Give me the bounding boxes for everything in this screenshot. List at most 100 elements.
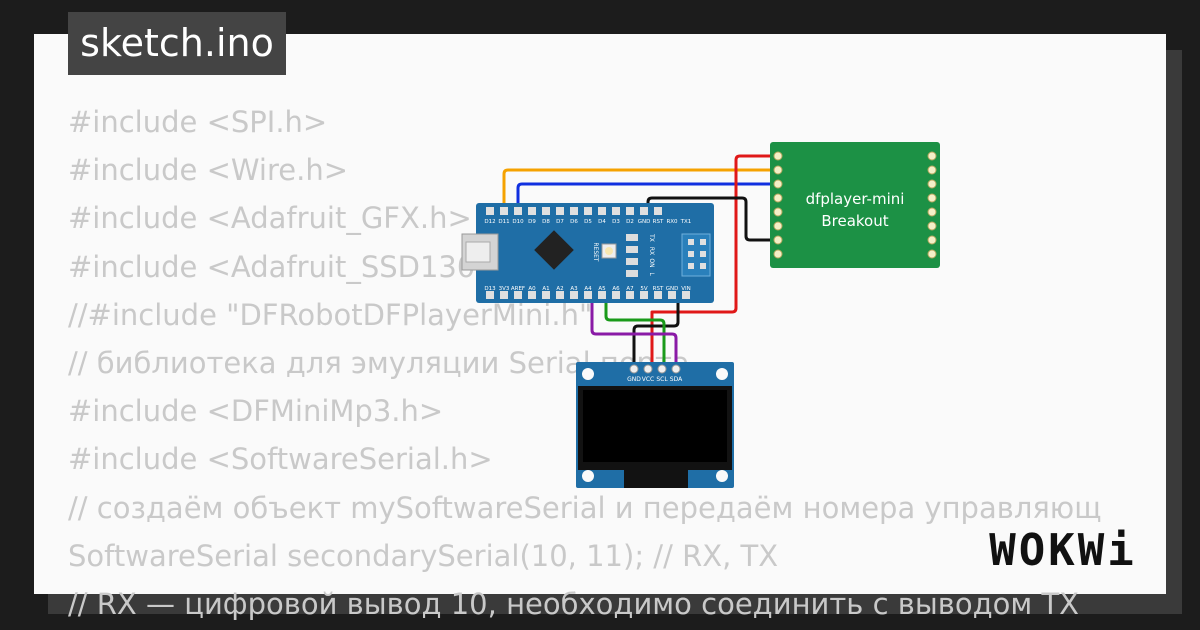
dfplayer-pin[interactable] xyxy=(773,207,783,217)
pin-label: GND xyxy=(666,286,679,292)
pin-pad[interactable] xyxy=(528,291,536,299)
dfplayer-pin[interactable] xyxy=(773,249,783,259)
pin-pad[interactable] xyxy=(626,291,634,299)
pin-pad[interactable] xyxy=(682,291,690,299)
pin-pad[interactable] xyxy=(542,207,550,215)
pin-label: D8 xyxy=(542,219,550,225)
code-line: // создаём объект mySoftwareSerial и пер… xyxy=(68,490,1102,525)
pin-pad[interactable] xyxy=(584,207,592,215)
icsp-pin[interactable] xyxy=(688,251,694,257)
reset-button-cap xyxy=(605,247,613,255)
pin-pad[interactable] xyxy=(556,291,564,299)
pin-pad[interactable] xyxy=(640,207,648,215)
pin-pad[interactable] xyxy=(640,291,648,299)
dfplayer-pin[interactable] xyxy=(927,193,937,203)
dfplayer-pin[interactable] xyxy=(927,207,937,217)
icsp-pin[interactable] xyxy=(700,251,706,257)
dfplayer-board xyxy=(770,142,940,268)
code-line: #include <Adafruit_GFX.h> xyxy=(68,201,472,236)
pin-pad[interactable] xyxy=(514,207,522,215)
mount-hole xyxy=(716,368,728,380)
dfplayer-pin[interactable] xyxy=(773,193,783,203)
dfplayer-pin[interactable] xyxy=(773,235,783,245)
wire-green-scl[interactable] xyxy=(604,293,666,369)
pin-label: A5 xyxy=(598,286,606,292)
wire-red-vcc[interactable] xyxy=(650,154,778,369)
pin-pad[interactable] xyxy=(570,291,578,299)
chip xyxy=(534,230,574,270)
dfplayer-pins xyxy=(773,151,937,259)
pin-label: RX0 xyxy=(666,219,678,225)
dfplayer-pin[interactable] xyxy=(927,151,937,161)
wire-orange[interactable] xyxy=(502,168,778,209)
pin-label: GND xyxy=(638,219,651,225)
oled-pin-label: VCC xyxy=(642,376,654,383)
dfplayer-pin[interactable] xyxy=(927,165,937,175)
dfplayer-pin[interactable] xyxy=(927,179,937,189)
pin-label: D2 xyxy=(626,219,634,225)
file-tab[interactable]: sketch.ino xyxy=(68,12,286,75)
oled-pin-label: SCL xyxy=(656,376,668,383)
dfplayer-pin[interactable] xyxy=(927,221,937,231)
label-on: ON xyxy=(648,258,655,267)
code-preview-card: #include <SPI.h>#include <Wire.h>#includ… xyxy=(34,34,1166,621)
oled-pin[interactable] xyxy=(671,364,681,374)
pin-pad[interactable] xyxy=(514,291,522,299)
pin-label: A6 xyxy=(612,286,620,292)
code-line: SoftwareSerial secondarySerial(10, 11); … xyxy=(68,538,779,573)
dfplayer-pin[interactable] xyxy=(927,249,937,259)
label-tx: TX xyxy=(648,233,655,242)
pin-pad[interactable] xyxy=(654,207,662,215)
wire-purple-sda[interactable] xyxy=(590,293,678,369)
pin-label: D9 xyxy=(528,219,536,225)
label-rx: RX xyxy=(648,247,655,255)
code-editor: #include <SPI.h>#include <Wire.h>#includ… xyxy=(68,98,1102,628)
pin-pad[interactable] xyxy=(486,207,494,215)
wokwi-logo: WOKWi xyxy=(978,526,1148,576)
pin-label: VIN xyxy=(681,286,691,292)
dfplayer-pin[interactable] xyxy=(773,151,783,161)
pin-label: D12 xyxy=(484,219,495,225)
pin-pad[interactable] xyxy=(556,207,564,215)
pin-label: D3 xyxy=(612,219,620,225)
oled-pin-label: GND xyxy=(627,376,641,383)
pin-pad[interactable] xyxy=(612,207,620,215)
pin-pad[interactable] xyxy=(500,291,508,299)
pin-pad[interactable] xyxy=(654,291,662,299)
dfplayer-module[interactable]: dfplayer-mini Breakout xyxy=(770,142,940,268)
icsp-pin[interactable] xyxy=(688,239,694,245)
pin-pad[interactable] xyxy=(528,207,536,215)
wire-black-gnd-oled[interactable] xyxy=(632,293,680,369)
wire-blue[interactable] xyxy=(516,182,778,209)
pin-pad[interactable] xyxy=(626,207,634,215)
dfplayer-title: dfplayer-mini xyxy=(806,190,905,208)
dfplayer-pin[interactable] xyxy=(927,235,937,245)
oled-pin[interactable] xyxy=(657,364,667,374)
pin-pad[interactable] xyxy=(668,291,676,299)
dfplayer-pin[interactable] xyxy=(773,165,783,175)
icsp-pin[interactable] xyxy=(700,263,706,269)
oled-pin[interactable] xyxy=(643,364,653,374)
label-reset: RESET xyxy=(592,242,599,262)
dfplayer-pin[interactable] xyxy=(773,179,783,189)
wire-black-gnd-df[interactable] xyxy=(646,196,778,242)
oled-pin[interactable] xyxy=(629,364,639,374)
icsp-pin[interactable] xyxy=(700,239,706,245)
pin-label: A7 xyxy=(626,286,634,292)
pin-pad[interactable] xyxy=(500,207,508,215)
mount-hole xyxy=(582,368,594,380)
dfplayer-pin[interactable] xyxy=(773,221,783,231)
pin-pad[interactable] xyxy=(598,207,606,215)
pin-pad[interactable] xyxy=(584,291,592,299)
icsp-pin[interactable] xyxy=(688,263,694,269)
pin-pad[interactable] xyxy=(612,291,620,299)
oled-screen xyxy=(583,390,727,462)
pin-pad[interactable] xyxy=(570,207,578,215)
pin-pad[interactable] xyxy=(486,291,494,299)
pin-pad[interactable] xyxy=(542,291,550,299)
pin-pad[interactable] xyxy=(598,291,606,299)
pin-label: RST xyxy=(653,286,664,292)
usb-port-inner xyxy=(465,241,491,263)
